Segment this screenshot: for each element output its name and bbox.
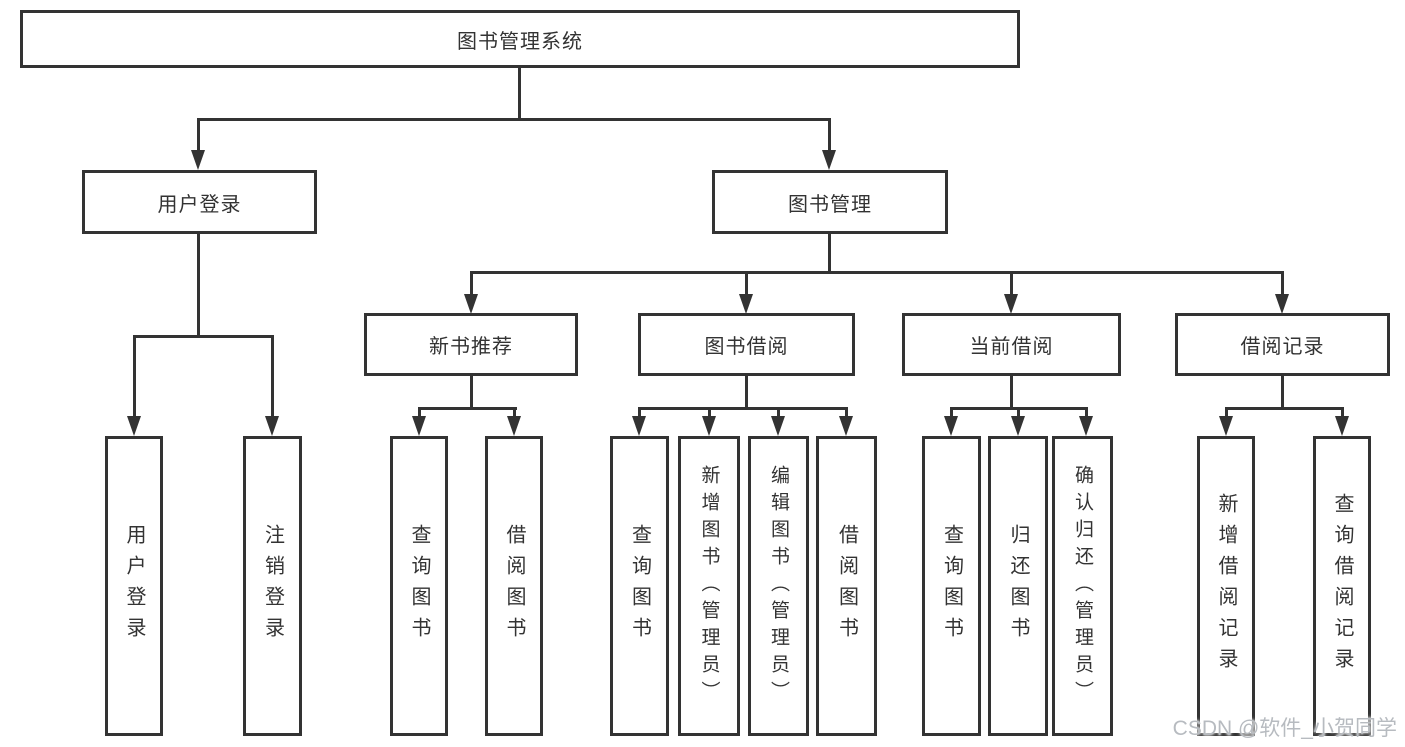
connector-stem	[470, 271, 473, 297]
arrow-down-icon	[1335, 416, 1349, 436]
arrow-down-icon	[464, 294, 478, 314]
node-user-login: 用户登录	[82, 170, 317, 234]
connector-stem	[418, 407, 421, 418]
connector-user-login-horizontal	[133, 335, 274, 338]
connector-stem	[1281, 271, 1284, 297]
connector-user-login-vertical	[197, 233, 200, 338]
leaf-edit-book-admin: 编辑图书（管理员）	[748, 436, 809, 736]
node-label: 新增借阅记录	[1215, 493, 1237, 679]
node-label: 新增图书（管理员）	[698, 464, 720, 708]
arrow-down-icon	[822, 150, 836, 170]
node-label: 用户登录	[157, 193, 242, 216]
arrow-down-icon	[1079, 416, 1093, 436]
connector-stem	[845, 407, 848, 418]
connector-stem	[133, 335, 136, 418]
leaf-query-book-current: 查询图书	[922, 436, 981, 736]
node-book-management: 图书管理	[712, 170, 948, 234]
node-label: 用户登录	[123, 524, 145, 648]
arrow-down-icon	[839, 416, 853, 436]
arrow-down-icon	[265, 416, 279, 436]
leaf-query-book-recommend: 查询图书	[390, 436, 448, 736]
leaf-borrow-book-recommend: 借阅图书	[485, 436, 543, 736]
arrow-down-icon	[739, 294, 753, 314]
connector-root-vertical	[518, 66, 521, 121]
connector-stem	[1085, 407, 1088, 418]
connector-stem	[1017, 407, 1020, 418]
connector-stem	[638, 407, 641, 418]
connector-vertical	[470, 374, 473, 410]
leaf-add-borrow-record: 新增借阅记录	[1197, 436, 1255, 736]
arrow-down-icon	[1275, 294, 1289, 314]
arrow-down-icon	[1004, 294, 1018, 314]
connector-horizontal	[418, 407, 517, 410]
connector-book-mgmt-horizontal	[470, 271, 1283, 274]
leaf-borrow-book: 借阅图书	[816, 436, 877, 736]
node-label: 当前借阅	[969, 336, 1054, 358]
node-label: 查询图书	[940, 524, 963, 648]
leaf-return-book: 归还图书	[988, 436, 1048, 736]
arrow-down-icon	[191, 150, 205, 170]
connector-stem	[271, 335, 274, 418]
leaf-add-book-admin: 新增图书（管理员）	[678, 436, 740, 736]
connector-stem	[828, 118, 831, 152]
connector-horizontal	[1225, 407, 1344, 410]
node-label: 图书借阅	[704, 336, 789, 358]
connector-vertical	[745, 374, 748, 410]
node-label: 借阅图书	[835, 524, 858, 648]
connector-stem	[513, 407, 516, 418]
node-label: 归还图书	[1007, 524, 1029, 648]
leaf-logout: 注销登录	[243, 436, 302, 736]
connector-stem	[777, 407, 780, 418]
node-root: 图书管理系统	[20, 10, 1020, 68]
leaf-query-borrow-record: 查询借阅记录	[1313, 436, 1371, 736]
arrow-down-icon	[771, 416, 785, 436]
arrow-down-icon	[702, 416, 716, 436]
node-label: 查询借阅记录	[1331, 493, 1353, 679]
arrow-down-icon	[1011, 416, 1025, 436]
leaf-user-login: 用户登录	[105, 436, 163, 736]
arrow-down-icon	[944, 416, 958, 436]
connector-stem	[197, 118, 200, 152]
node-label: 编辑图书（管理员）	[768, 464, 789, 708]
connector-stem	[1010, 271, 1013, 297]
connector-stem	[1225, 407, 1228, 418]
connector-stem	[745, 271, 748, 297]
node-current-borrow: 当前借阅	[902, 313, 1121, 376]
connector-book-mgmt-vertical	[828, 233, 831, 274]
arrow-down-icon	[1219, 416, 1233, 436]
connector-stem	[708, 407, 711, 418]
node-book-borrow: 图书借阅	[638, 313, 855, 376]
connector-vertical	[1010, 374, 1013, 410]
connector-stem	[950, 407, 953, 418]
leaf-confirm-return-admin: 确认归还（管理员）	[1052, 436, 1113, 736]
connector-stem	[1341, 407, 1344, 418]
node-label: 查询图书	[408, 524, 430, 648]
node-root-label: 图书管理系统	[457, 30, 583, 53]
node-label: 借阅图书	[503, 524, 525, 648]
node-new-book-recommend: 新书推荐	[364, 313, 578, 376]
node-label: 确认归还（管理员）	[1072, 464, 1093, 708]
node-label: 借阅记录	[1240, 336, 1325, 358]
node-label: 查询图书	[628, 524, 651, 648]
leaf-query-book-borrow: 查询图书	[610, 436, 669, 736]
arrow-down-icon	[632, 416, 646, 436]
arrow-down-icon	[412, 416, 426, 436]
connector-vertical	[1281, 374, 1284, 410]
node-label: 新书推荐	[429, 336, 513, 358]
connector-horizontal	[638, 407, 848, 410]
node-borrow-record: 借阅记录	[1175, 313, 1390, 376]
arrow-down-icon	[127, 416, 141, 436]
node-label: 图书管理	[788, 193, 872, 216]
node-label: 注销登录	[261, 524, 284, 648]
arrow-down-icon	[507, 416, 521, 436]
csdn-watermark: CSDN @软件_小贺同学	[1172, 717, 1397, 740]
connector-root-horizontal	[197, 118, 831, 121]
